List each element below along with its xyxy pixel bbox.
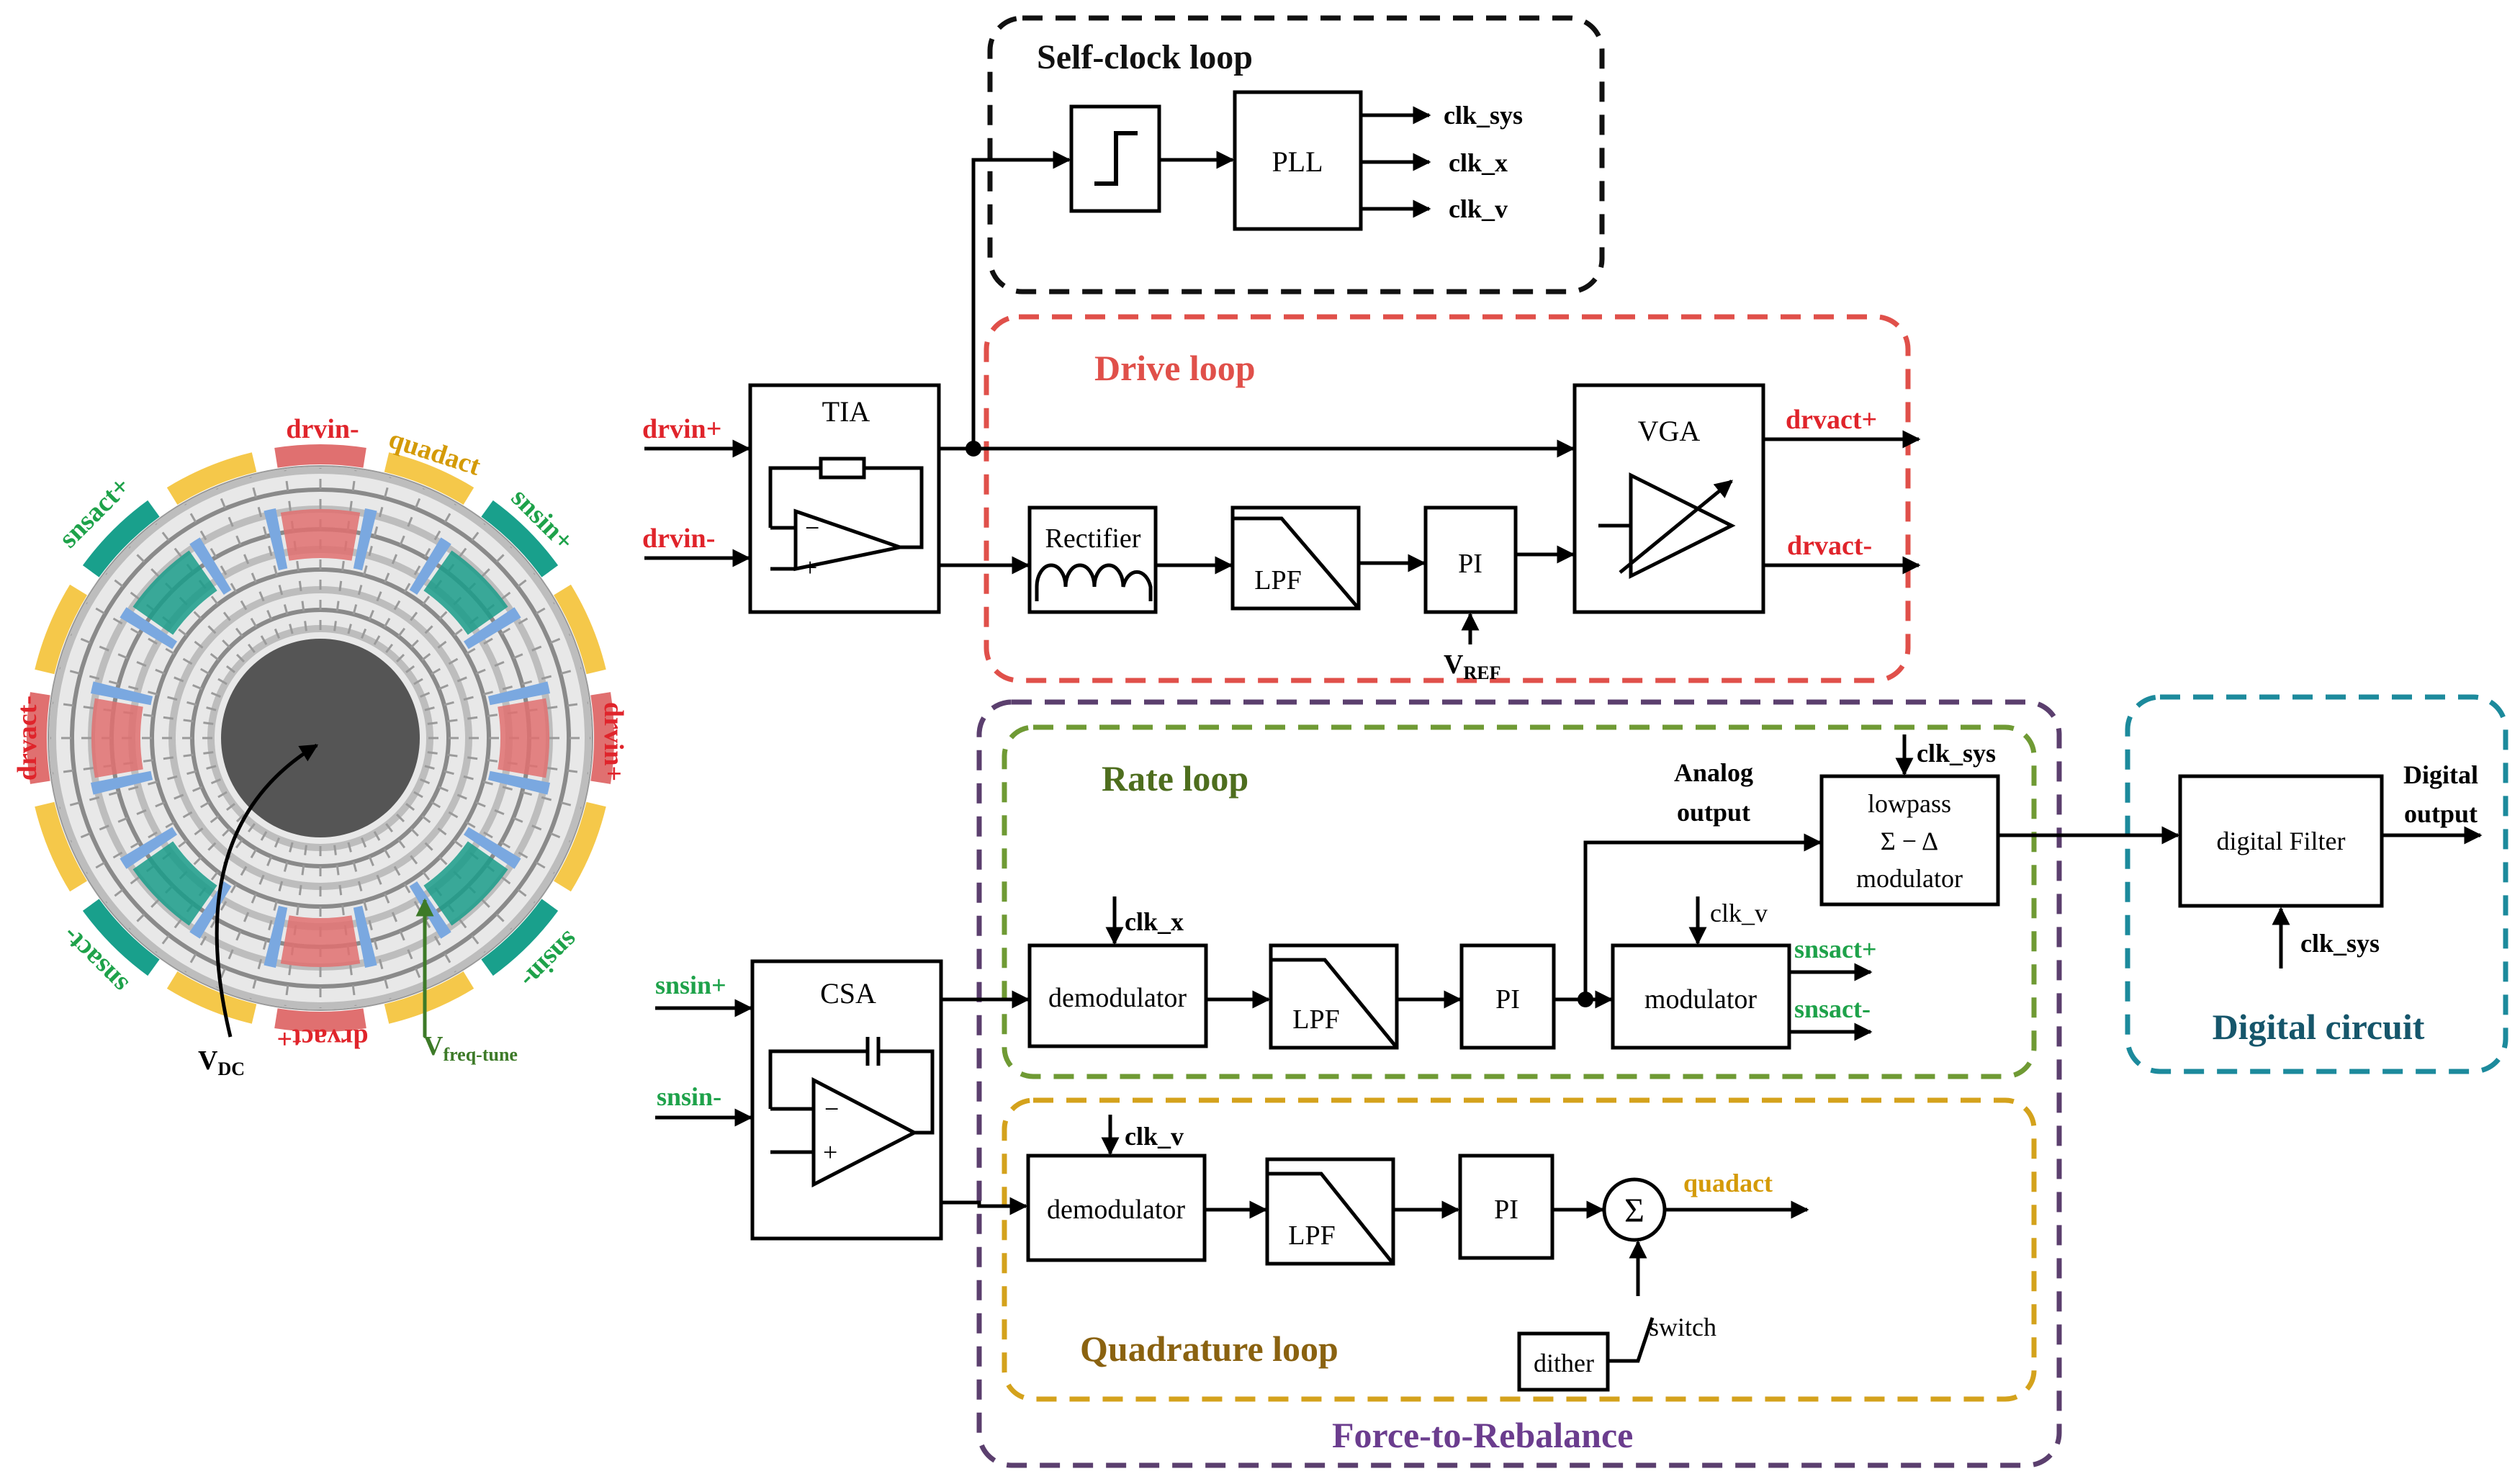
digital-output-label-1: Digital xyxy=(2403,760,2478,789)
quad-pi-label: PI xyxy=(1494,1195,1518,1225)
digital-circuit-box xyxy=(2125,694,2508,1074)
rate-lpf-symbol xyxy=(1271,958,1398,1049)
tia-opamp: − + xyxy=(768,457,924,582)
digital-clk-sys-label: clk_sys xyxy=(2300,929,2380,958)
quadrature-loop-box xyxy=(1002,1097,2037,1402)
digital-filter-block xyxy=(2178,774,2384,908)
rate-loop-box xyxy=(1002,724,2037,1079)
rectifier-block xyxy=(1027,505,1158,614)
dither-switch-wire xyxy=(1608,1242,1652,1363)
rate-loop-title: Rate loop xyxy=(1102,758,1248,799)
pll-label: PLL xyxy=(1272,145,1323,178)
csa-label: CSA xyxy=(820,977,876,1010)
vdc-label: VDC xyxy=(198,1046,245,1079)
rate-clk-v-label: clk_v xyxy=(1710,899,1768,927)
digital-output-label-2: output xyxy=(2404,799,2478,828)
sigma-delta-label: Σ − Δ xyxy=(1881,827,1938,855)
lowpass-label: lowpass xyxy=(1868,789,1951,818)
csa-opamp: − + xyxy=(768,1037,935,1188)
gyro-label-drvact-minus: drvact- xyxy=(12,696,42,781)
quad-pi-block xyxy=(1458,1154,1554,1260)
force-to-rebalance-box xyxy=(976,699,2062,1468)
analog-output-wire xyxy=(1583,833,1822,999)
digital-circuit-title: Digital circuit xyxy=(2213,1007,2425,1047)
drive-lpf-block xyxy=(1230,505,1361,611)
quad-demodulator-block xyxy=(1026,1154,1207,1262)
rate-clk-x-label: clk_x xyxy=(1125,907,1184,936)
rate-lpf-block xyxy=(1269,943,1399,1050)
vga-block xyxy=(1572,383,1765,614)
lowpass-sigma-delta-block xyxy=(1819,774,2000,907)
svg-text:+: + xyxy=(803,553,817,582)
gyro-label-drvin-minus-top: drvin- xyxy=(286,414,359,444)
rate-modulator-block xyxy=(1611,943,1791,1050)
rate-demodulator-label: demodulator xyxy=(1048,983,1187,1013)
svg-text:−: − xyxy=(805,513,819,542)
drive-pi-block xyxy=(1423,505,1518,614)
quad-lpf-label: LPF xyxy=(1288,1220,1335,1251)
gyro-label-drvact-plus: drvact+ xyxy=(276,1023,368,1053)
quadact-output-label: quadact xyxy=(1683,1169,1773,1197)
clk-x-output-label: clk_x xyxy=(1449,148,1508,177)
clk-v-output-label: clk_v xyxy=(1449,194,1508,223)
dither-label: dither xyxy=(1534,1349,1594,1377)
clk-sys-output-label: clk_sys xyxy=(1444,101,1523,130)
gyro-center-mass xyxy=(221,639,420,837)
switch-label: switch xyxy=(1649,1313,1716,1341)
vdc-arrow xyxy=(215,743,319,1038)
tia-block xyxy=(748,383,941,614)
analog-output-label-1: Analog xyxy=(1674,758,1753,787)
quad-clk-v-label: clk_v xyxy=(1125,1122,1184,1151)
force-to-rebalance-title: Force-to-Rebalance xyxy=(1332,1415,1633,1455)
drvact-plus-label: drvact+ xyxy=(1786,405,1877,435)
digital-filter-label: digital Filter xyxy=(2217,827,2346,855)
self-clock-loop-title: Self-clock loop xyxy=(1037,38,1253,76)
rate-lpf-label: LPF xyxy=(1292,1004,1339,1035)
rate-pi-block xyxy=(1459,943,1556,1050)
csa-to-quad-demod-wire xyxy=(941,1197,1028,1215)
snsin-minus-label: snsin- xyxy=(657,1082,721,1111)
drvact-minus-label: drvact- xyxy=(1787,531,1872,561)
snsin-plus-label: snsin+ xyxy=(655,971,726,999)
tia-label: TIA xyxy=(822,395,870,428)
drive-lpf-label: LPF xyxy=(1254,565,1301,595)
analog-output-label-2: output xyxy=(1677,798,1750,827)
comparator-symbol xyxy=(1094,131,1138,186)
rate-modulator-label: modulator xyxy=(1644,984,1758,1015)
gyro-rings xyxy=(27,444,614,1032)
snsact-minus-label: snsact- xyxy=(1794,994,1871,1023)
vga-symbol xyxy=(1598,472,1736,580)
drvin-minus-label: drvin- xyxy=(642,523,715,554)
rectifier-symbol xyxy=(1035,563,1153,601)
quad-lpf-block xyxy=(1265,1157,1395,1266)
drive-lpf-symbol xyxy=(1233,516,1360,610)
rectifier-label: Rectifier xyxy=(1045,523,1141,554)
snsact-plus-label: snsact+ xyxy=(1794,935,1877,963)
vfreq-label: Vfreq-tune xyxy=(423,1031,518,1065)
vga-label: VGA xyxy=(1638,415,1701,447)
self-clock-loop-box xyxy=(987,15,1605,295)
pll-block xyxy=(1233,90,1363,231)
tia-to-comparator-wire xyxy=(971,150,1071,449)
svg-text:+: + xyxy=(823,1138,837,1166)
drvin-plus-label: drvin+ xyxy=(642,414,721,444)
gyro-label-drvin-plus: drvin+ xyxy=(598,702,629,781)
lowpass-modulator-label: modulator xyxy=(1856,864,1963,893)
gyroscope-structure: drvin- quadact snsin+ drvin+ snsin- drva… xyxy=(12,414,629,1079)
drive-pi-label: PI xyxy=(1458,549,1482,579)
drive-loop-title: Drive loop xyxy=(1094,348,1256,388)
quad-summer-label: Σ xyxy=(1624,1192,1644,1230)
vref-label: VREF xyxy=(1444,649,1500,683)
quad-demodulator-label: demodulator xyxy=(1047,1195,1185,1225)
svg-text:−: − xyxy=(824,1094,839,1123)
rate-demodulator-block xyxy=(1027,943,1208,1048)
quad-lpf-symbol xyxy=(1267,1172,1395,1265)
quadrature-loop-title: Quadrature loop xyxy=(1080,1329,1338,1369)
lowpass-clk-sys-label: clk_sys xyxy=(1917,739,1996,768)
rate-pi-label: PI xyxy=(1495,984,1520,1015)
